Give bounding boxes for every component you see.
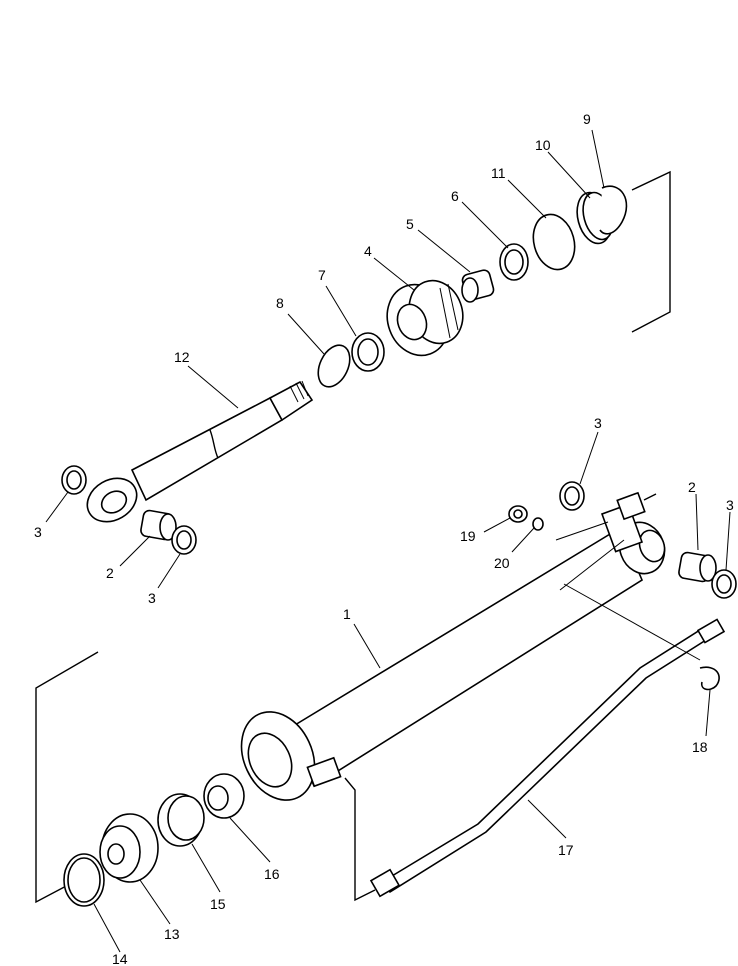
- o-ring-8: [317, 344, 351, 388]
- assembly-bracket-upper: [631, 170, 671, 333]
- bushing-5: [461, 269, 495, 303]
- wear-ring-15: [157, 793, 205, 847]
- bushing-ring-3c: [559, 481, 585, 511]
- callout-3b: 3: [148, 590, 156, 606]
- callout-15: 15: [210, 896, 226, 912]
- callout-16: 16: [264, 866, 280, 882]
- piston-nut-16: [203, 773, 245, 819]
- wear-ring-7: [351, 332, 385, 372]
- callout-2b: 2: [688, 479, 696, 495]
- piston-13: [99, 813, 159, 883]
- snap-ring-9: [599, 185, 628, 235]
- callout-20: 20: [494, 555, 510, 571]
- callout-10: 10: [535, 137, 551, 153]
- callout-2a: 2: [106, 565, 114, 581]
- callout-14: 14: [112, 951, 128, 966]
- callout-11: 11: [491, 165, 506, 181]
- clip-18: [699, 666, 720, 691]
- callout-3a: 3: [34, 524, 42, 540]
- leader-lines: [45, 129, 731, 953]
- assembly-bracket-lower: [35, 651, 99, 904]
- callout-6: 6: [451, 188, 459, 204]
- callout-3c: 3: [594, 415, 602, 431]
- callout-8: 8: [276, 295, 284, 311]
- washer-20: [532, 517, 544, 531]
- bushing-ring-3d: [711, 569, 737, 599]
- callout-1: 1: [343, 606, 351, 622]
- callout-labels: 9 10 11 6 5 4 7 8 12 3 2 3 3 19 20 2 3 1…: [34, 111, 734, 966]
- cylinder-head-4: [386, 279, 464, 357]
- bushing-2b: [678, 551, 717, 583]
- piston-rod: [86, 380, 314, 523]
- callout-12: 12: [174, 349, 190, 365]
- callout-3d: 3: [726, 497, 734, 513]
- callout-5: 5: [406, 216, 414, 232]
- callout-18: 18: [692, 739, 708, 755]
- bushing-ring-3b: [171, 525, 197, 555]
- nut-19: [508, 505, 528, 523]
- o-ring-11: [532, 213, 576, 271]
- assembly-bracket-mid: [344, 777, 376, 902]
- callout-7: 7: [318, 267, 326, 283]
- callout-9: 9: [583, 111, 591, 127]
- seal-6: [499, 243, 529, 281]
- bushing-ring-3a: [61, 465, 87, 495]
- callout-19: 19: [460, 528, 476, 544]
- cylinder-tube: [240, 491, 666, 801]
- callout-13: 13: [164, 926, 180, 942]
- bushing-2a: [140, 509, 177, 541]
- callout-4: 4: [364, 243, 372, 259]
- piston-ring-14: [63, 853, 105, 907]
- callout-17: 17: [558, 842, 574, 858]
